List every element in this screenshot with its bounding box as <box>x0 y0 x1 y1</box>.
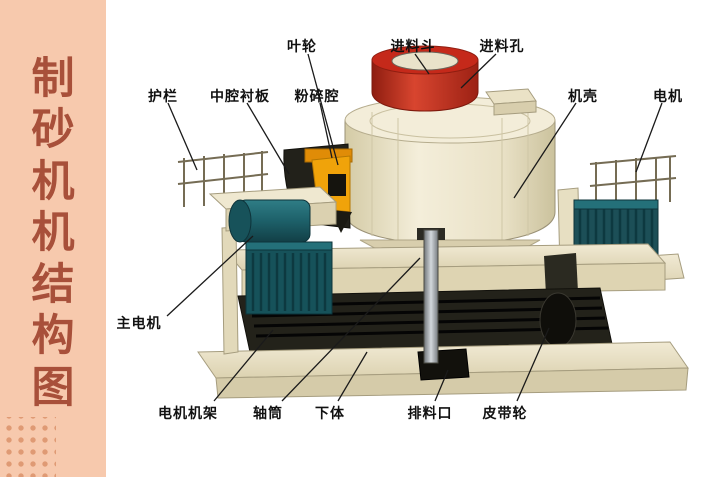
leader-lines <box>166 53 663 402</box>
page-title: 制 砂 机 机 结 构 图 <box>0 54 106 413</box>
label-motor-frame: 电机机架 <box>158 406 218 422</box>
label-impeller: 叶轮 <box>287 39 317 55</box>
feed-hopper-part <box>371 45 479 112</box>
casing-part <box>344 88 556 263</box>
label-belt-pulley: 皮带轮 <box>482 406 528 422</box>
belt-pulley-part <box>539 292 577 348</box>
label-discharge-port: 排料口 <box>407 406 453 422</box>
main-motor-part <box>208 186 338 355</box>
feed-hole-part <box>391 51 459 71</box>
shaft-part <box>417 228 445 364</box>
mid-frame-part <box>223 243 667 297</box>
label-guardrail: 护栏 <box>148 89 178 105</box>
label-casing: 机壳 <box>568 89 598 105</box>
label-chamber-liner: 中腔衬板 <box>210 89 270 105</box>
title-char: 砂 <box>31 105 75 156</box>
label-motor: 电机 <box>653 89 683 105</box>
right-guardrail-part <box>589 155 677 207</box>
title-sidebar: 制 砂 机 机 结 构 图 <box>0 0 106 477</box>
label-shaft-tube: 轴筒 <box>253 406 283 422</box>
halftone-dots-decoration <box>0 417 56 477</box>
label-lower-body: 下体 <box>315 406 345 422</box>
title-char: 图 <box>31 362 75 413</box>
label-feed-hole: 进料孔 <box>479 39 525 55</box>
title-char: 结 <box>31 259 75 310</box>
label-feed-hopper: 进料斗 <box>390 39 436 55</box>
title-char: 构 <box>31 311 75 362</box>
base-part <box>197 341 689 399</box>
title-char: 制 <box>31 54 75 104</box>
title-char: 机 <box>31 156 75 207</box>
label-crushing-chamber: 粉碎腔 <box>294 89 340 105</box>
title-char: 机 <box>31 208 75 259</box>
label-main-motor: 主电机 <box>116 316 162 332</box>
